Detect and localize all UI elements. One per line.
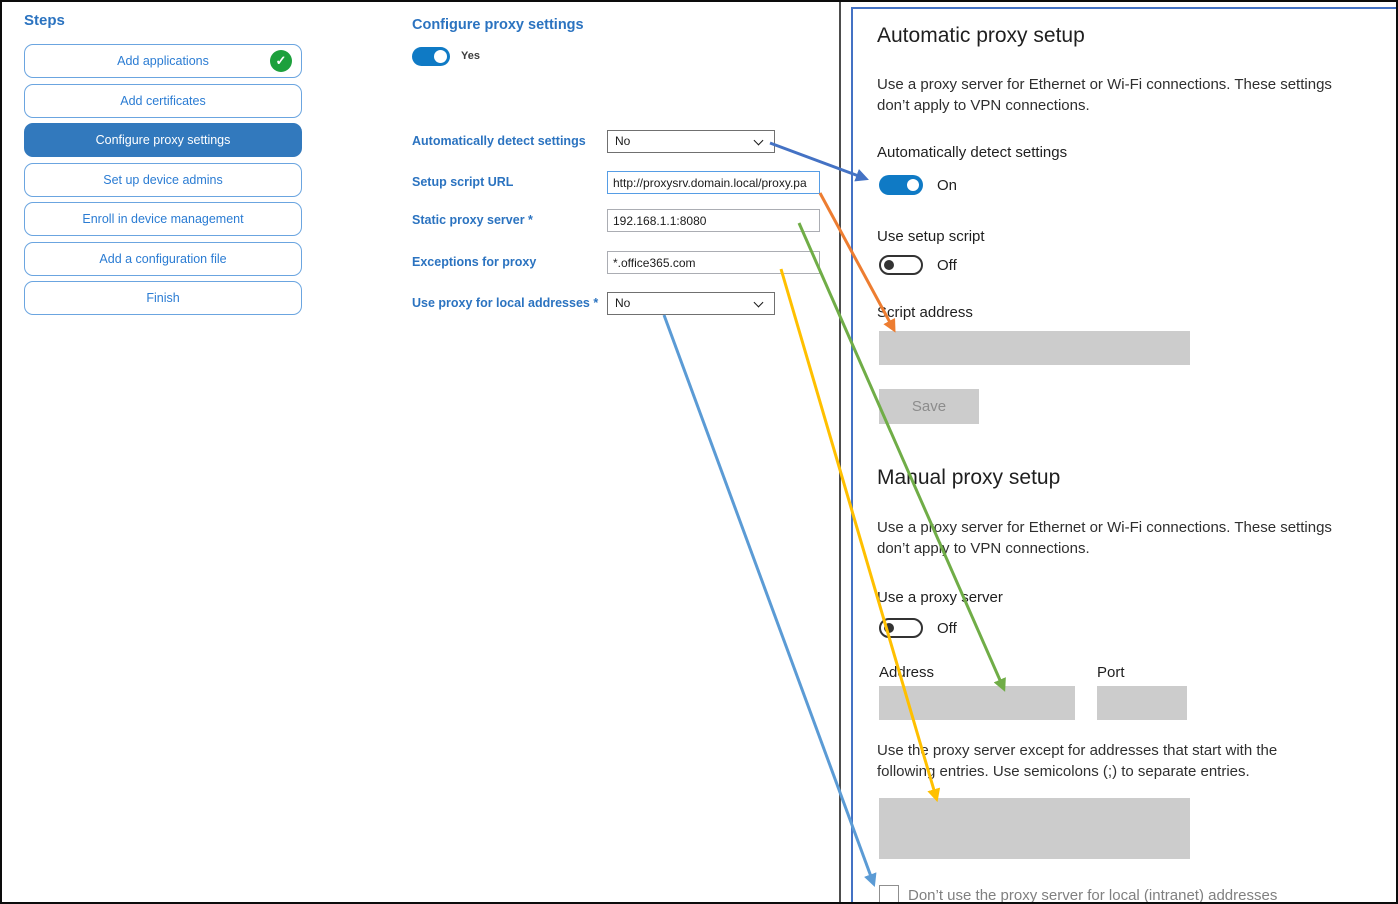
- step-button-configure-proxy-settings[interactable]: Configure proxy settings: [24, 123, 302, 157]
- address-input[interactable]: [879, 686, 1075, 720]
- exceptions-textarea[interactable]: [879, 798, 1190, 859]
- detect-settings-state: On: [937, 176, 958, 194]
- exceptions-for-proxy-input[interactable]: [607, 251, 820, 274]
- step-button-add-applications[interactable]: Add applications ✓: [24, 44, 302, 78]
- windows-proxy-settings-panel: Automatic proxy setup Use a proxy server…: [851, 7, 1396, 904]
- setup-script-url-input[interactable]: [607, 171, 820, 194]
- setup-script-toggle[interactable]: [879, 255, 923, 275]
- automatic-proxy-description: Use a proxy server for Ethernet or Wi-Fi…: [877, 76, 1332, 114]
- steps-title: Steps: [24, 12, 65, 29]
- chevron-down-icon: [753, 297, 764, 308]
- toggle-knob: [884, 623, 894, 633]
- port-label: Port: [1097, 664, 1125, 681]
- field-label-static-proxy-server: Static proxy server *: [412, 213, 533, 227]
- step-label: Configure proxy settings: [95, 133, 231, 147]
- setup-script-state: Off: [937, 256, 957, 274]
- steps-panel: Add applications ✓ Add certificates Conf…: [24, 44, 302, 321]
- configure-proxy-enable-toggle[interactable]: [412, 47, 450, 66]
- detect-settings-toggle-row: On: [879, 175, 957, 195]
- toggle-knob: [884, 260, 894, 270]
- field-label-use-proxy-for-local-addresses: Use proxy for local addresses *: [412, 296, 599, 310]
- arrow-use-proxy-local: [662, 314, 877, 887]
- use-proxy-server-state: Off: [937, 619, 957, 637]
- field-label-setup-script-url: Setup script URL: [412, 175, 514, 189]
- step-button-finish[interactable]: Finish: [24, 281, 302, 315]
- toggle-knob: [434, 50, 447, 63]
- use-setup-script-label: Use setup script: [877, 228, 985, 245]
- setup-script-toggle-row: Off: [879, 255, 957, 275]
- automatic-proxy-heading: Automatic proxy setup: [877, 24, 1085, 47]
- exceptions-description: Use the proxy server except for addresse…: [877, 742, 1278, 780]
- manual-proxy-heading: Manual proxy setup: [877, 466, 1061, 489]
- field-label-exceptions-for-proxy: Exceptions for proxy: [412, 255, 537, 269]
- panel-divider: [839, 2, 841, 902]
- step-button-add-a-configuration-file[interactable]: Add a configuration file: [24, 241, 302, 276]
- toggle-knob: [907, 179, 919, 191]
- use-proxy-local-dropdown[interactable]: No: [607, 292, 775, 315]
- field-label-automatically-detect-settings: Automatically detect settings: [412, 134, 586, 148]
- detect-settings-label: Automatically detect settings: [877, 144, 1068, 161]
- local-intranet-checkbox[interactable]: [879, 885, 899, 902]
- static-proxy-server-input[interactable]: [607, 209, 820, 232]
- step-label: Add applications: [117, 54, 209, 68]
- step-label: Finish: [146, 291, 180, 305]
- step-button-enroll-in-device-management[interactable]: Enroll in device management: [24, 202, 302, 236]
- dropdown-value: No: [615, 134, 631, 148]
- use-proxy-server-toggle[interactable]: [879, 618, 923, 638]
- local-intranet-checkbox-row: Don’t use the proxy server for local (in…: [879, 885, 1278, 904]
- step-label: Add certificates: [120, 93, 206, 108]
- address-label: Address: [879, 664, 935, 681]
- port-input[interactable]: [1097, 686, 1187, 720]
- check-circle-icon: ✓: [270, 50, 292, 72]
- step-button-set-up-device-admins[interactable]: Set up device admins: [24, 162, 302, 197]
- step-label: Set up device admins: [103, 172, 223, 187]
- script-address-label: Script address: [877, 304, 973, 321]
- dropdown-value: No: [615, 296, 631, 310]
- detect-settings-toggle[interactable]: [879, 175, 923, 195]
- step-label: Enroll in device management: [82, 212, 244, 226]
- save-button[interactable]: Save: [879, 389, 979, 424]
- step-button-add-certificates[interactable]: Add certificates: [24, 83, 302, 118]
- configure-proxy-toggle-state: Yes: [461, 50, 480, 62]
- manual-proxy-description: Use a proxy server for Ethernet or Wi-Fi…: [877, 519, 1332, 557]
- use-proxy-server-toggle-row: Off: [879, 618, 957, 638]
- local-intranet-checkbox-label: Don’t use the proxy server for local (in…: [908, 887, 1278, 904]
- wizard-page-title: Configure proxy settings: [412, 17, 584, 33]
- automatically-detect-settings-dropdown[interactable]: No: [607, 130, 775, 153]
- chevron-down-icon: [753, 135, 764, 146]
- step-label: Add a configuration file: [99, 251, 227, 266]
- use-proxy-server-label: Use a proxy server: [877, 589, 1003, 606]
- script-address-input[interactable]: [879, 331, 1190, 365]
